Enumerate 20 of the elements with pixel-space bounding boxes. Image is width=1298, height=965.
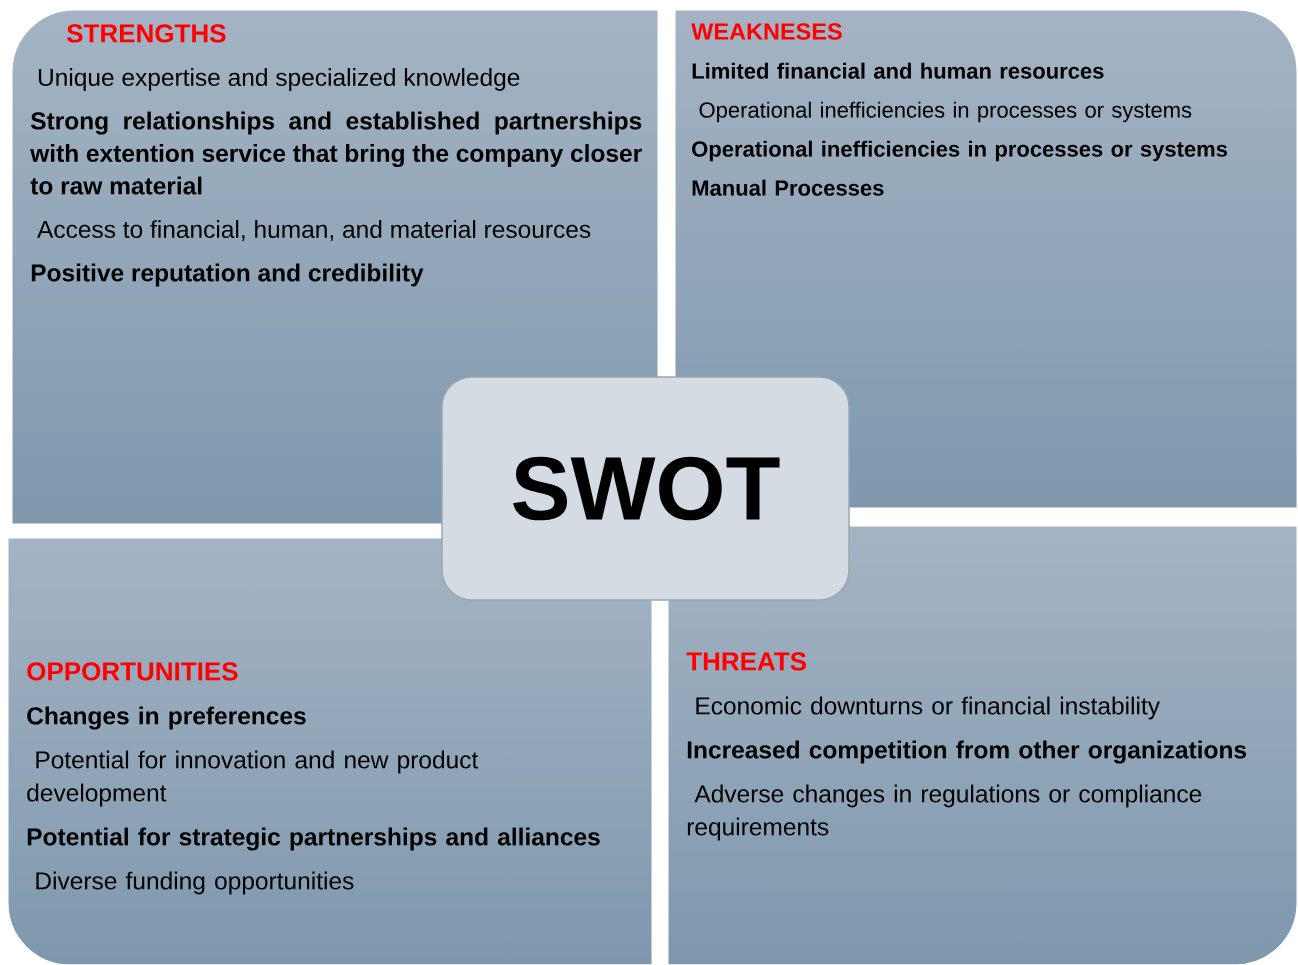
item-text: Access to financial, human, and material resources (37, 220, 591, 241)
item-text: Increased competition from other organizations (687, 740, 1247, 764)
item-text: Operational inefficiencies in processes or systems (692, 140, 1228, 162)
item-text: Potential for strategic partnerships and alliances (27, 827, 600, 851)
item-text: Adverse changes in regulations or compliance requirements (687, 784, 1202, 841)
quadrant-heading: STRENGTHS (66, 24, 226, 43)
item-text: Strong relationships and established partnerships with extention service that bring the company closer to raw material (30, 111, 642, 195)
quadrant-heading: THREATS (686, 652, 807, 671)
quadrant-heading: WEAKNESES (691, 23, 842, 40)
item-text: Unique expertise and specialized knowledge (38, 68, 520, 91)
item-text: Operational inefficiencies in processes or systems (699, 101, 1192, 123)
item-text: Manual Processes (692, 179, 884, 196)
item-text: Potential for innovation and new product development (27, 750, 479, 807)
item-text: Changes in preferences (27, 706, 306, 730)
quadrant-heading: OPPORTUNITIES (27, 662, 238, 681)
item-text: Economic downturns or financial instability (696, 696, 1160, 720)
item-text: Positive reputation and credibility (31, 263, 424, 287)
item-text: Limited financial and human resources (692, 62, 1104, 79)
center-box: SWOT (441, 376, 850, 601)
item-text: Diverse funding opportunities (36, 871, 354, 895)
